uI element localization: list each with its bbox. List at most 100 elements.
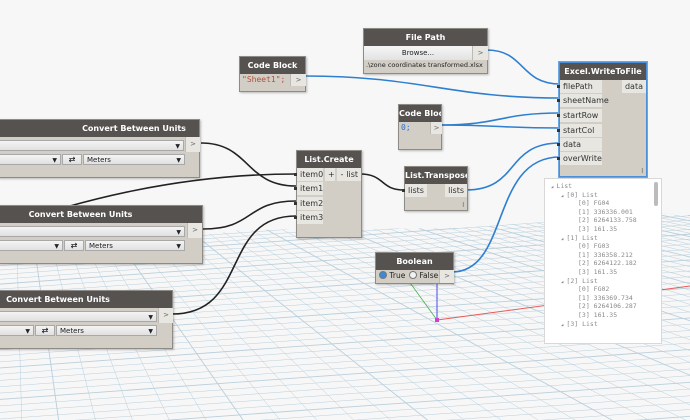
to-unit-value-1: Meters: [87, 156, 111, 164]
boolean-true-label: True: [389, 271, 406, 280]
convert-units-node-3[interactable]: Convert Between Units ▼ > ▼ ⇄ Meters▼: [0, 290, 173, 349]
expand-toggle-icon[interactable]: ◢: [561, 192, 564, 198]
list-create-input-item2[interactable]: item2: [294, 197, 323, 210]
expand-toggle-icon[interactable]: ◢: [561, 321, 564, 327]
to-unit-dropdown-3[interactable]: Meters ▼: [56, 325, 157, 336]
boolean-false-radio[interactable]: False: [409, 271, 438, 280]
list-create-input-item1[interactable]: item1: [294, 182, 323, 195]
boolean-node[interactable]: Boolean True False >: [375, 252, 454, 284]
list-create-output-list[interactable]: list: [343, 168, 361, 181]
convert-units-output-port-1[interactable]: >: [185, 137, 200, 152]
from-unit-dropdown-1[interactable]: ▼: [0, 154, 61, 165]
chevron-down-icon: ▼: [176, 243, 181, 250]
from-unit-dropdown-2[interactable]: ▼: [0, 240, 63, 251]
preview-tree-text: [0] List: [566, 190, 598, 199]
expand-toggle-icon[interactable]: ◢: [561, 235, 564, 241]
code-block-zero-editor[interactable]: 0;: [401, 123, 411, 132]
excel-input-overwrite[interactable]: overWrite: [557, 152, 602, 165]
chevron-down-icon: ▼: [54, 243, 59, 250]
list-create-input-item0[interactable]: item0: [294, 168, 323, 181]
convert-units-node-2[interactable]: Convert Between Units ▼ > ▼ ⇄ Meters▼: [0, 205, 203, 264]
conversion-type-dropdown-2[interactable]: ▼: [0, 226, 185, 237]
wire-convert2-to-item2[interactable]: [202, 200, 297, 230]
preview-tree-text: [1] List: [566, 233, 598, 242]
wire-sheet-to-excel[interactable]: [304, 75, 561, 99]
preview-tree-text: [0] FG04: [578, 199, 610, 208]
file-path-output-port[interactable]: >: [472, 46, 488, 60]
list-create-node[interactable]: List.Create item0 item1 item2 item3 + - …: [294, 150, 362, 238]
swap-units-button-3[interactable]: ⇄: [35, 325, 55, 336]
excel-input-filepath[interactable]: filePath: [557, 80, 602, 93]
list-transpose-output-lists[interactable]: lists: [445, 184, 467, 197]
expand-toggle-icon[interactable]: ◢: [561, 278, 564, 284]
add-input-button[interactable]: +: [325, 168, 335, 181]
convert-units-output-port-2[interactable]: >: [187, 223, 202, 238]
radio-selected-icon: [379, 271, 387, 279]
remove-input-button[interactable]: -: [337, 168, 347, 181]
browse-button[interactable]: Browse...: [364, 46, 472, 60]
wire-zero-to-startrow[interactable]: [440, 112, 561, 126]
conversion-type-dropdown-1[interactable]: ▼: [0, 140, 184, 151]
chevron-down-icon: ▼: [148, 328, 153, 335]
preview-tree-item: [3] 161.35: [545, 311, 661, 320]
code-block-zero-output-port[interactable]: >: [430, 122, 442, 134]
preview-tree-item: [3] 161.35: [545, 225, 661, 234]
excel-input-startrow[interactable]: startRow: [557, 109, 602, 122]
radio-unselected-icon: [409, 271, 417, 279]
excel-write-to-file-node[interactable]: Excel.WriteToFile filePath sheetName sta…: [557, 62, 647, 177]
origin-marker: [435, 318, 439, 322]
chevron-down-icon: ▼: [175, 143, 180, 150]
convert-units-output-port-3[interactable]: >: [158, 308, 173, 323]
excel-output-data[interactable]: data: [621, 80, 646, 93]
file-path-node[interactable]: File Path Browse... > .\zone coordinates…: [363, 28, 488, 74]
to-unit-value-3: Meters: [60, 327, 84, 335]
convert-units-title-1: Convert Between Units: [0, 120, 199, 137]
wire-filepath-to-excel[interactable]: [486, 49, 561, 85]
wire-boolean-to-overwrite[interactable]: [451, 156, 561, 273]
wire-zero-to-startcol[interactable]: [440, 124, 561, 129]
preview-tree-item: [0] FG03: [545, 242, 661, 251]
list-create-input-item3[interactable]: item3: [294, 211, 323, 224]
conversion-type-dropdown-3[interactable]: ▼: [0, 311, 157, 322]
preview-tree-text: [0] FG03: [578, 242, 610, 251]
preview-tree-text: [3] List: [566, 319, 598, 328]
code-block-sheet-node[interactable]: Code Block "Sheet1"; >: [239, 56, 306, 92]
to-unit-value-2: Meters: [89, 242, 113, 250]
preview-tree-item[interactable]: ◢List: [545, 182, 661, 191]
preview-scrollbar[interactable]: [654, 182, 658, 206]
chevron-down-icon: ▼: [25, 328, 30, 335]
code-block-sheet-editor[interactable]: "Sheet1";: [242, 75, 286, 84]
wire-convert3-to-item3[interactable]: [171, 215, 297, 315]
wire-transpose-to-data[interactable]: [465, 142, 561, 191]
expand-toggle-icon[interactable]: ◢: [551, 184, 554, 189]
preview-tree-item[interactable]: ◢[3] List: [545, 320, 661, 329]
excel-input-sheetname[interactable]: sheetName: [557, 94, 609, 107]
code-block-sheet-output-port[interactable]: >: [290, 74, 306, 86]
wire-convert1-to-item1[interactable]: [200, 142, 297, 187]
to-unit-dropdown-2[interactable]: Meters ▼: [85, 240, 185, 251]
preview-tree-item: [1] 336358.212: [545, 251, 661, 260]
list-transpose-input-lists[interactable]: lists: [402, 184, 427, 197]
swap-units-button-1[interactable]: ⇄: [62, 154, 82, 165]
preview-tree-item[interactable]: ◢[2] List: [545, 277, 661, 286]
preview-tree-text: [1] 336336.001: [578, 207, 633, 216]
swap-units-button-2[interactable]: ⇄: [64, 240, 84, 251]
boolean-output-port[interactable]: >: [439, 270, 454, 283]
excel-input-data[interactable]: data: [557, 138, 602, 151]
preview-tree-text: [2] 6264106.287: [578, 302, 637, 311]
excel-input-startcol[interactable]: startCol: [557, 124, 602, 137]
to-unit-dropdown-1[interactable]: Meters▼: [83, 154, 185, 165]
wire-list-to-transpose[interactable]: [359, 173, 405, 191]
list-transpose-lacing-indicator: l: [462, 202, 464, 209]
boolean-true-radio[interactable]: True: [379, 271, 405, 280]
preview-tree-text: [3] 161.35: [578, 224, 618, 233]
preview-tree-text: [3] 161.35: [578, 267, 618, 276]
list-transpose-node[interactable]: List.Transpose lists lists l: [402, 166, 468, 211]
preview-tree-item[interactable]: ◢[1] List: [545, 234, 661, 243]
convert-units-node-1[interactable]: Convert Between Units ▼ > ▼ ⇄ Meters▼: [0, 119, 200, 178]
from-unit-dropdown-3[interactable]: ▼: [0, 325, 34, 336]
preview-tree-item[interactable]: ◢[0] List: [545, 191, 661, 200]
code-block-zero-node[interactable]: Code Block 0; >: [398, 104, 442, 150]
preview-bubble[interactable]: ◢List◢[0] List[0] FG04[1] 336336.001[2] …: [544, 178, 662, 344]
preview-tree-text: [2] 6264133.758: [578, 216, 637, 225]
